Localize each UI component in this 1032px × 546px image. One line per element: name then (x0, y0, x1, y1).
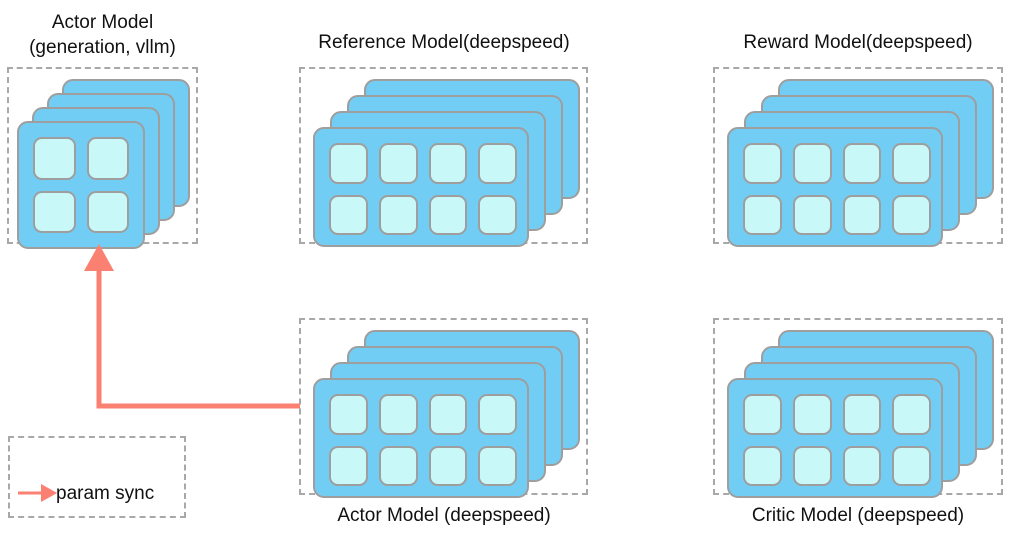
card-cell (892, 143, 931, 184)
card-cell (792, 194, 832, 235)
card-stack-actor-vllm[interactable] (7, 67, 198, 249)
card-cell-grid (329, 143, 517, 235)
card-cell (743, 445, 782, 486)
card-cell (792, 445, 832, 486)
card-cell (478, 143, 517, 184)
card-cell (378, 194, 418, 235)
card-cell (792, 394, 832, 435)
card-cell (743, 143, 782, 184)
card-stack-actor-deepspeed[interactable] (299, 318, 588, 498)
card-cell-grid (329, 394, 517, 486)
card-cell (329, 143, 368, 184)
card-cell (428, 445, 468, 486)
card-cell-grid (743, 394, 931, 486)
caption-actor-vllm: Actor Model (generation, vllm) (29, 12, 176, 58)
card-cell (329, 394, 368, 435)
stack-card-front[interactable] (727, 378, 943, 498)
caption-reward-deepspeed: Reward Model(deepspeed) (743, 32, 973, 53)
caption-reference-deepspeed: Reference Model(deepspeed) (318, 32, 570, 53)
card-cell (842, 143, 882, 184)
card-stack-critic-deepspeed[interactable] (713, 318, 1003, 498)
stack-card-front[interactable] (727, 127, 943, 247)
legend-box (8, 436, 186, 518)
stack-card-front[interactable] (313, 378, 529, 498)
card-cell (842, 394, 882, 435)
card-cell (842, 445, 882, 486)
card-cell (378, 143, 418, 184)
card-cell (478, 194, 517, 235)
card-cell (378, 394, 418, 435)
card-stack-reward-deepspeed[interactable] (713, 67, 1003, 247)
caption-actor-deepspeed: Actor Model (deepspeed) (337, 505, 551, 526)
card-cell-grid (33, 137, 129, 233)
card-cell (743, 394, 782, 435)
card-cell (329, 445, 368, 486)
card-cell (33, 137, 76, 180)
card-cell (892, 445, 931, 486)
card-cell (743, 194, 782, 235)
card-cell-grid (743, 143, 931, 235)
card-cell (792, 143, 832, 184)
card-cell (478, 445, 517, 486)
card-cell (378, 445, 418, 486)
card-cell (86, 190, 129, 233)
legend-label-param-sync: param sync (56, 483, 155, 504)
param-sync-connector (84, 244, 300, 409)
stack-card-front[interactable] (17, 121, 145, 249)
card-cell (329, 194, 368, 235)
card-cell (478, 394, 517, 435)
card-cell (892, 194, 931, 235)
card-stack-reference-deepspeed[interactable] (299, 67, 588, 247)
stack-card-front[interactable] (313, 127, 529, 247)
caption-critic-deepspeed: Critic Model (deepspeed) (751, 505, 965, 526)
card-cell (428, 194, 468, 235)
card-cell (86, 137, 129, 180)
card-cell (428, 394, 468, 435)
card-cell (892, 394, 931, 435)
card-cell (33, 190, 76, 233)
card-cell (428, 143, 468, 184)
card-cell (842, 194, 882, 235)
